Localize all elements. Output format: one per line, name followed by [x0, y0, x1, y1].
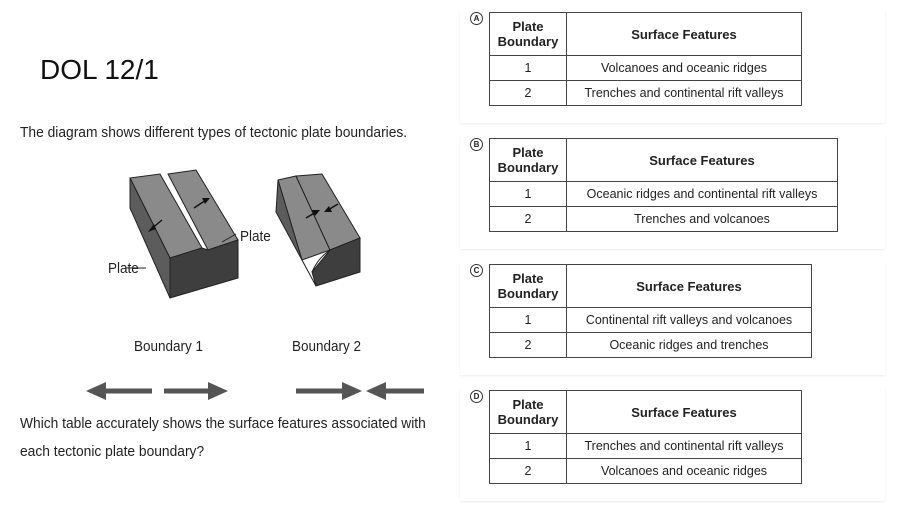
- arrow-left-icon: [86, 382, 152, 400]
- motion-arrows: [86, 382, 424, 400]
- features-cell: Trenches and volcanoes: [566, 206, 838, 232]
- features-cell: Trenches and continental rift valleys: [566, 80, 802, 106]
- header-plate-boundary: Plate Boundary: [489, 138, 567, 182]
- boundary-1-label: Boundary 1: [134, 338, 204, 355]
- option-d-table: Plate Boundary Surface Features 1 Trench…: [489, 390, 802, 484]
- option-letter-a: A: [470, 12, 483, 25]
- table-row: 2 Trenches and volcanoes: [489, 206, 838, 232]
- header-plate-boundary: Plate Boundary: [489, 12, 567, 56]
- boundary-cell: 1: [489, 433, 567, 459]
- option-d[interactable]: D Plate Boundary Surface Features 1 Tren…: [460, 388, 885, 501]
- option-b[interactable]: B Plate Boundary Surface Features 1 Ocea…: [460, 136, 885, 249]
- features-cell: Continental rift valleys and volcanoes: [566, 307, 812, 333]
- boundary-1-block: [129, 169, 239, 299]
- header-surface-features: Surface Features: [566, 264, 812, 308]
- arrow-left-icon: [366, 382, 424, 400]
- option-b-table: Plate Boundary Surface Features 1 Oceani…: [489, 138, 838, 232]
- option-letter-b: B: [470, 138, 483, 151]
- boundary-cell: 1: [489, 307, 567, 333]
- question-text: Which table accurately shows the surface…: [20, 415, 426, 460]
- slide-title: DOL 12/1: [40, 54, 159, 85]
- boundary-cell: 1: [489, 55, 567, 81]
- option-letter-c: C: [470, 264, 483, 277]
- header-plate-boundary: Plate Boundary: [489, 264, 567, 308]
- boundary-cell: 2: [489, 80, 567, 106]
- arrow-right-icon: [296, 382, 362, 400]
- plate-label-right: Plate: [240, 228, 271, 245]
- header-surface-features: Surface Features: [566, 138, 838, 182]
- table-row: 2 Volcanoes and oceanic ridges: [489, 458, 802, 484]
- option-letter-d: D: [470, 390, 483, 403]
- option-c[interactable]: C Plate Boundary Surface Features 1 Cont…: [460, 262, 885, 375]
- features-cell: Trenches and continental rift valleys: [566, 433, 802, 459]
- intro-text: The diagram shows different types of tec…: [20, 124, 408, 141]
- features-cell: Volcanoes and oceanic ridges: [566, 458, 802, 484]
- boundary-diagram: [126, 169, 361, 299]
- option-c-table: Plate Boundary Surface Features 1 Contin…: [489, 264, 812, 358]
- boundary-2-label: Boundary 2: [292, 338, 362, 355]
- option-a[interactable]: A Plate Boundary Surface Features 1 Volc…: [460, 10, 885, 123]
- boundary-2-block: [275, 173, 361, 287]
- boundary-cell: 2: [489, 206, 567, 232]
- option-a-table: Plate Boundary Surface Features 1 Volcan…: [489, 12, 802, 106]
- features-cell: Volcanoes and oceanic ridges: [566, 55, 802, 81]
- arrow-right-icon: [164, 382, 228, 400]
- table-row: 2 Trenches and continental rift valleys: [489, 80, 802, 106]
- table-row: 1 Continental rift valleys and volcanoes: [489, 307, 812, 333]
- table-row: 1 Volcanoes and oceanic ridges: [489, 55, 802, 81]
- header-surface-features: Surface Features: [566, 12, 802, 56]
- features-cell: Oceanic ridges and trenches: [566, 332, 812, 358]
- boundary-cell: 2: [489, 332, 567, 358]
- boundary-cell: 1: [489, 181, 567, 207]
- header-plate-boundary: Plate Boundary: [489, 390, 567, 434]
- table-row: 1 Trenches and continental rift valleys: [489, 433, 802, 459]
- features-cell: Oceanic ridges and continental rift vall…: [566, 181, 838, 207]
- table-row: 1 Oceanic ridges and continental rift va…: [489, 181, 838, 207]
- plate-label-left: Plate: [108, 260, 139, 277]
- table-row: 2 Oceanic ridges and trenches: [489, 332, 812, 358]
- header-surface-features: Surface Features: [566, 390, 802, 434]
- boundary-cell: 2: [489, 458, 567, 484]
